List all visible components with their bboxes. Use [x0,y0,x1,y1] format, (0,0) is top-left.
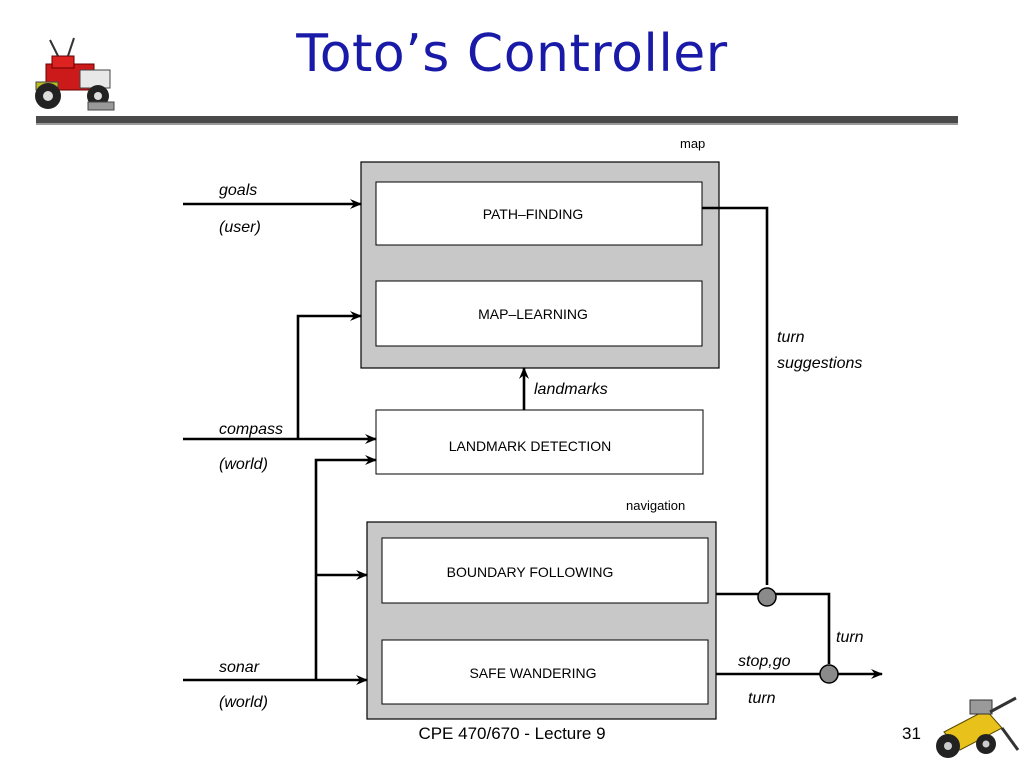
suggestions-label: suggestions [777,355,862,372]
stop-go-label: stop,go [738,653,791,670]
map-group-label: map [680,136,705,151]
connection-lines [183,199,883,685]
world-label-1: (world) [219,456,268,473]
landmark-detection-module [375,409,704,475]
navigation-group-label: navigation [626,498,685,513]
turn-label-1: turn [777,329,805,346]
turn-label-3: turn [748,690,776,707]
merge-node-lower [819,664,839,684]
world-label-2: (world) [219,694,268,711]
path-finding-label: PATH–FINDING [483,206,584,222]
turn-label-2: turn [836,629,864,646]
path-finding-module [375,181,703,246]
landmark-detection-label: LANDMARK DETECTION [449,438,612,454]
sonar-label: sonar [219,659,260,676]
landmarks-label: landmarks [534,381,608,398]
robot-icon [35,37,115,111]
user-label: (user) [219,219,261,236]
page-number: 31 [902,724,921,743]
footer-course: CPE 470/670 - Lecture 9 [418,724,606,743]
goals-label: goals [219,182,257,199]
compass-label: compass [219,421,283,438]
slide-title: Toto’s Controller [296,24,728,84]
map-learning-label: MAP–LEARNING [478,306,588,322]
map-learning-module [375,280,703,347]
robot-icon [936,696,1020,758]
boundary-following-label: BOUNDARY FOLLOWING [447,564,614,580]
title-divider [36,116,958,125]
merge-node-upper [757,587,777,607]
safe-wandering-label: SAFE WANDERING [469,665,596,681]
boundary-following-module [381,537,709,604]
safe-wandering-module [381,639,709,705]
